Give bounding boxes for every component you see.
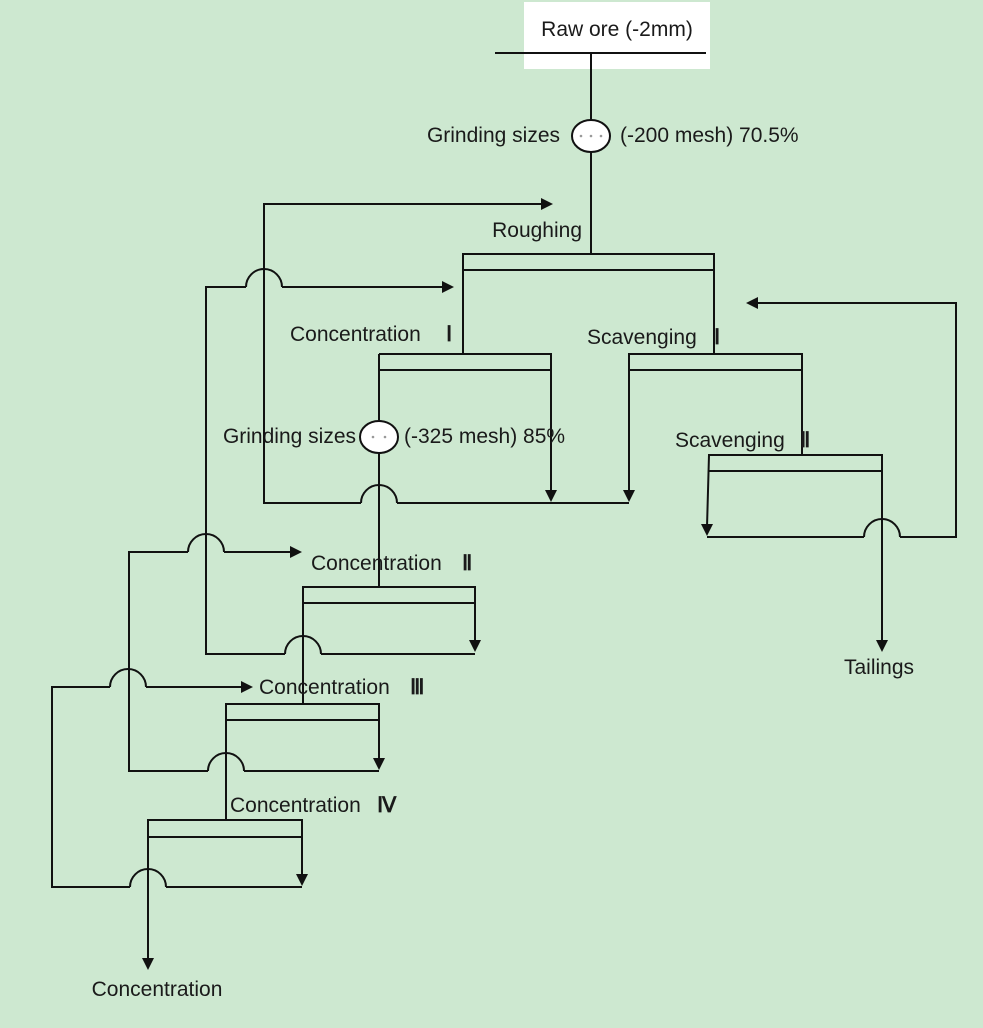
- scavenging-2-cell: [706, 454, 883, 640]
- grinding-mill-2-icon: [359, 420, 399, 454]
- feed-box: [524, 2, 710, 69]
- arrow-right-icon: [290, 546, 302, 558]
- concentrate-label: Concentration: [92, 978, 223, 1001]
- concentration-3-cell: [225, 703, 380, 820]
- concentration-1-cell: [378, 350, 552, 492]
- scavenging-1-numeral: Ⅰ: [714, 326, 720, 349]
- scavenging-1-label: Scavenging: [587, 326, 697, 349]
- grinding-1-label: Grinding sizes: [427, 124, 560, 147]
- grinding-2-label: Grinding sizes: [223, 425, 356, 448]
- concentration-4-label: Concentration: [230, 794, 361, 817]
- concentration-4-cell: [147, 819, 303, 958]
- concentration-1-numeral: Ⅰ: [446, 323, 452, 346]
- grinding-1-spec: (-200 mesh) 70.5%: [620, 124, 799, 147]
- arrow-down-icon: [373, 758, 385, 770]
- concentration-2-cell: [302, 586, 476, 705]
- tailings-label: Tailings: [844, 656, 914, 679]
- arrow-left-icon: [746, 297, 758, 309]
- concentration-2-numeral: Ⅱ: [462, 552, 472, 575]
- concentration-4-numeral: Ⅳ: [377, 794, 397, 817]
- conc-4-recycle-line: [51, 668, 302, 888]
- grinding-mill-1-icon: [571, 119, 611, 153]
- scavenging-2-label: Scavenging: [675, 429, 785, 452]
- scavenging-2-numeral: Ⅱ: [800, 429, 810, 452]
- scavenging-2-recycle-line: [707, 302, 957, 538]
- arrow-down-icon: [296, 874, 308, 886]
- arrow-down-icon: [623, 490, 635, 502]
- roughing-label: Roughing: [492, 219, 582, 242]
- arrow-down-icon: [469, 640, 481, 652]
- arrow-down-icon: [545, 490, 557, 502]
- concentration-3-label: Concentration: [259, 676, 390, 699]
- conc-3-recycle-line: [128, 533, 379, 772]
- concentration-2-label: Concentration: [311, 552, 442, 575]
- arrow-right-icon: [541, 198, 553, 210]
- scavenging-1-cell: [628, 353, 803, 492]
- recycle-to-roughing-line: [263, 203, 629, 504]
- arrow-right-icon: [241, 681, 253, 693]
- arrow-down-icon: [142, 958, 154, 970]
- concentration-3-numeral: Ⅲ: [410, 676, 424, 699]
- grinding-2-spec: (-325 mesh) 85%: [404, 425, 565, 448]
- concentration-1-label: Concentration: [290, 323, 421, 346]
- arrow-down-icon: [701, 524, 713, 536]
- feed-label: Raw ore (-2mm): [541, 18, 693, 41]
- arrow-down-icon: [876, 640, 888, 652]
- conc-2-recycle-line: [205, 268, 475, 655]
- arrow-right-icon: [442, 281, 454, 293]
